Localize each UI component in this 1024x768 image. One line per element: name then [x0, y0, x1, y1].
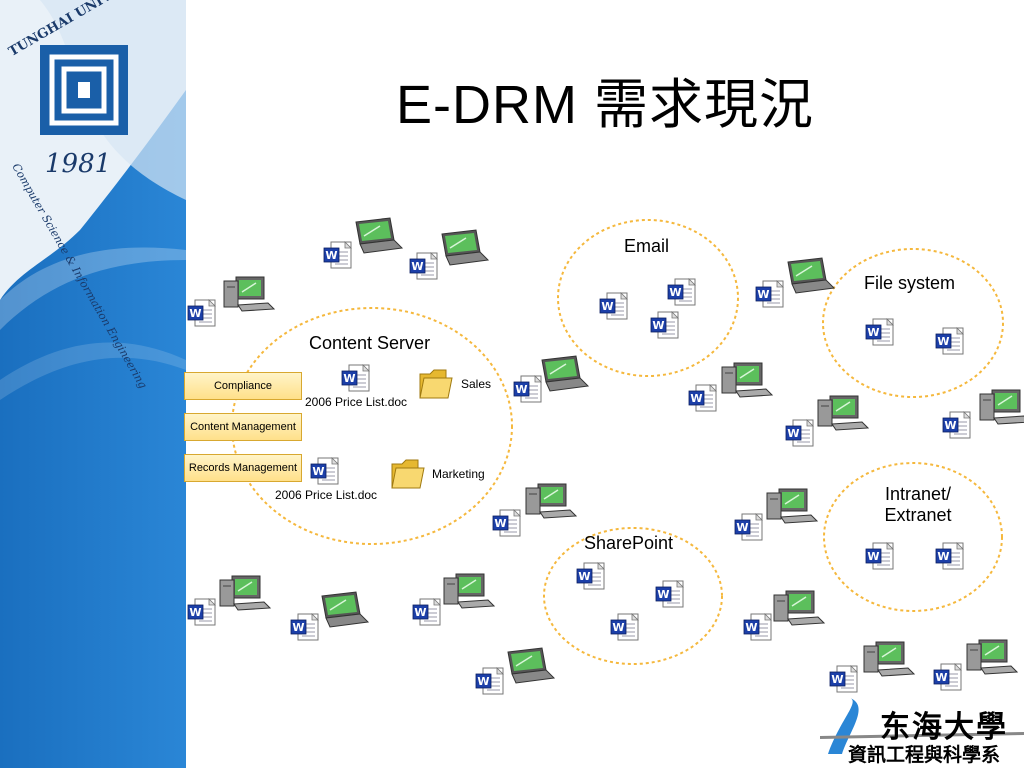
intranet-zone [823, 462, 1003, 612]
intranet-label-line1: Intranet/ [884, 484, 952, 504]
word-doc-icon [942, 411, 971, 439]
compliance-box: Compliance [184, 372, 302, 400]
word-doc-icon [323, 241, 352, 269]
word-doc-icon [829, 665, 858, 693]
laptop-icon [441, 229, 489, 266]
word-doc-icon [650, 311, 679, 339]
email-zone [557, 219, 739, 377]
word-doc-icon [935, 327, 964, 355]
word-doc-icon [341, 364, 370, 392]
content-management-box: Content Management [184, 413, 302, 441]
word-doc-icon [667, 278, 696, 306]
laptop-icon [507, 647, 555, 684]
word-doc-icon [688, 384, 717, 412]
folder-label-marketing: Marketing [432, 467, 485, 481]
word-doc-icon [933, 663, 962, 691]
sharepoint-label: SharePoint [584, 533, 674, 553]
folder-icon [391, 459, 425, 489]
word-doc-icon [935, 542, 964, 570]
desktop-icon [766, 488, 818, 524]
word-doc-icon [743, 613, 772, 641]
word-doc-icon [576, 562, 605, 590]
file-system-label: File system [864, 273, 956, 293]
word-doc-icon [475, 667, 504, 695]
laptop-icon [355, 217, 403, 254]
university-emblem [40, 45, 128, 135]
desktop-icon [966, 639, 1018, 675]
word-doc-icon [734, 513, 763, 541]
word-doc-icon [187, 299, 216, 327]
logo-department-name: 資訊工程與科學系 [848, 744, 1001, 766]
folder-label-sales: Sales [461, 377, 492, 391]
word-doc-icon [513, 375, 542, 403]
word-doc-icon [655, 580, 684, 608]
desktop-icon [443, 573, 495, 609]
content-server-zone [231, 307, 513, 545]
word-doc-icon [310, 457, 339, 485]
desktop-icon [219, 575, 271, 611]
sidebar-university-banner: 1981 TUNGHAI UNIVERSITY Computer Science… [0, 0, 186, 768]
desktop-icon [817, 395, 869, 431]
word-doc-icon [785, 419, 814, 447]
desktop-icon [979, 389, 1024, 425]
word-doc-icon [865, 542, 894, 570]
slide-title: E-DRM 需求現況 [396, 75, 814, 135]
folder-icon [419, 369, 453, 399]
intranet-label-line2: Extranet [884, 505, 952, 525]
emblem-year: 1981 [45, 149, 111, 179]
laptop-icon [321, 591, 369, 628]
doc-filename-label: 2006 Price List.doc [275, 488, 378, 502]
doc-filename-label: 2006 Price List.doc [305, 395, 408, 409]
email-label: Email [624, 236, 670, 256]
sharepoint-zone [543, 527, 723, 665]
word-doc-icon [412, 598, 441, 626]
word-doc-icon [492, 509, 521, 537]
intranet-label: Intranet/ Extranet [870, 484, 966, 526]
desktop-icon [863, 641, 915, 677]
word-doc-icon [755, 280, 784, 308]
word-doc-icon [409, 252, 438, 280]
desktop-icon [223, 276, 275, 312]
word-doc-icon [187, 598, 216, 626]
logo-swoosh [820, 698, 1024, 754]
word-doc-icon [290, 613, 319, 641]
word-doc-icon [865, 318, 894, 346]
desktop-icon [721, 362, 773, 398]
logo-university-name: 东海大學 [880, 710, 1008, 745]
word-doc-icon [599, 292, 628, 320]
laptop-icon [541, 355, 589, 392]
file-system-zone [822, 248, 1004, 398]
records-management-box: Records Management [184, 454, 302, 482]
content-server-label: Content Server [309, 333, 431, 353]
word-doc-icon [610, 613, 639, 641]
department-logo: 东海大學 資訊工程與科學系 [820, 690, 1024, 768]
desktop-icon [773, 590, 825, 626]
desktop-icon [525, 483, 577, 519]
laptop-icon [787, 257, 835, 294]
